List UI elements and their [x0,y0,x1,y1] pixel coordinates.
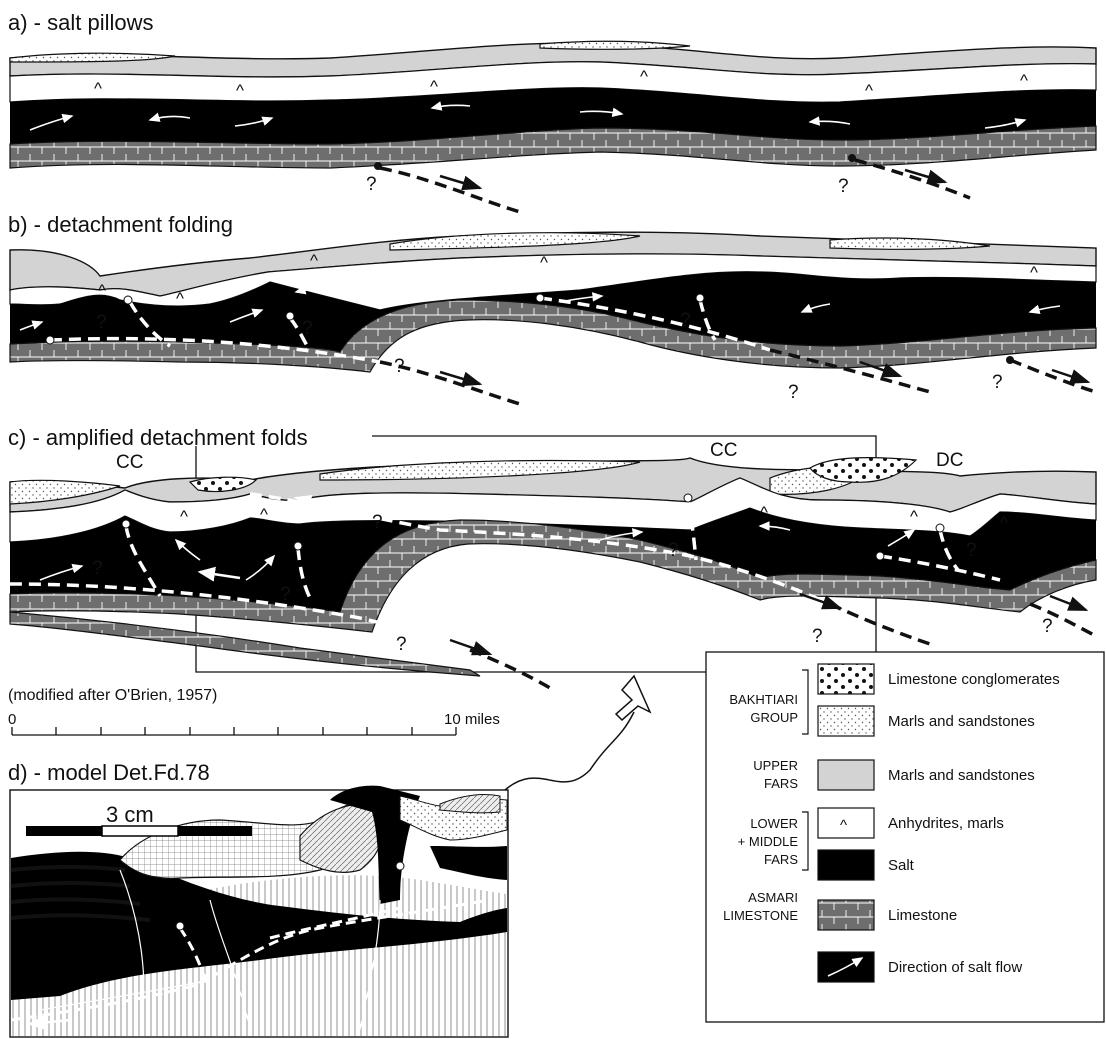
svg-text:^: ^ [640,67,648,86]
svg-text:^: ^ [865,81,873,100]
model-fault-tip-2 [396,862,404,870]
svg-text:^: ^ [176,289,184,308]
unknown-mark-c5: ? [668,540,679,561]
unknown-mark-c1: ? [92,558,103,579]
legend-anhydrite-mark: ^ [840,817,847,834]
legend-group-upper-fars-1: UPPER [753,758,798,773]
panel-c: c) - amplified detachment folds [8,425,1096,688]
legend-swatch-salt [818,850,874,880]
bakhtiari-marls-a2 [540,41,690,49]
svg-text:^: ^ [1020,71,1028,90]
svg-text:^: ^ [760,503,768,522]
legend-label-3: Anhydrites, marls [888,815,1004,832]
unknown-mark-b5: ? [788,382,799,403]
crest-label-cc-2: CC [710,440,737,461]
unknown-mark-b2: ? [302,318,313,339]
legend-group-lower-fars-3: FARS [764,852,798,867]
unknown-mark-c7: ? [966,540,977,561]
svg-text:^: ^ [540,253,548,272]
bakhtiari-marls-b2 [830,238,990,249]
crest-label-cc-1: CC [116,452,143,473]
panel-b-title: b) - detachment folding [8,212,233,237]
unknown-mark-c4: ? [372,512,383,533]
panel-b-section: ? ? ? ? ? ? ^ ^ ^ ^ ^ [10,232,1096,404]
thrust-arrow-c3 [1050,596,1086,610]
legend-group-asmari-2: LIMESTONE [723,908,798,923]
unknown-mark-b1: ? [96,312,107,333]
unknown-mark-c6: ? [812,626,823,647]
svg-text:^: ^ [94,79,102,98]
model-scale-label: 3 cm [106,802,154,827]
unknown-mark-c3: ? [396,634,407,655]
panel-a-section: ? ? ^ ^ ^ ^ ^ ^ [10,41,1096,212]
svg-text:^: ^ [180,507,188,526]
svg-text:^: ^ [1000,513,1008,532]
model-fault-tip [176,922,184,930]
citation: (modified after O'Brien, 1957) [8,687,217,704]
legend-label-6: Direction of salt flow [888,959,1022,976]
panel-c-title: c) - amplified detachment folds [8,425,308,450]
thrust-arrow-c1 [450,640,490,654]
legend-swatch-conglomerate [818,664,874,694]
svg-text:^: ^ [1030,263,1038,282]
panel-c-section: CC CC DC ? ? ? ? ? ? ? ? ^ ^ ^ ^ ^ [10,440,1096,688]
svg-text:^: ^ [260,505,268,524]
panel-a: a) - salt pillows [8,10,1096,212]
unknown-mark-b3: ? [394,356,405,377]
legend-group-lower-fars-2: + MIDDLE [738,834,799,849]
panel-a-title: a) - salt pillows [8,10,153,35]
scale-start-label: 0 [8,711,16,728]
legend-swatch-marls-bakhtiari [818,706,874,736]
legend-label-5: Limestone [888,907,957,924]
legend-label-0: Limestone conglomerates [888,671,1060,688]
svg-text:^: ^ [310,251,318,270]
unknown-mark-b4: ? [680,310,691,331]
legend-group-bakhtiari-1: BAKHTIARI [729,692,798,707]
scale-end-label: 10 miles [444,711,500,728]
thrust-arrow-b3 [1052,370,1088,382]
legend-group-upper-fars-2: FARS [764,776,798,791]
connector-arrow [505,712,634,790]
unknown-mark-a1: ? [366,174,377,195]
fault-tip-b-black [1006,356,1014,364]
panel-d-title: d) - model Det.Fd.78 [8,760,210,785]
unknown-mark-c8: ? [1042,616,1053,637]
legend-label-4: Salt [888,857,915,874]
legend-swatch-limestone [818,900,874,930]
crest-label-dc: DC [936,450,963,471]
legend-group-lower-fars-1: LOWER [750,816,798,831]
svg-text:^: ^ [98,281,106,300]
panel-d: d) - model Det.Fd.78 [8,760,508,1037]
scale-bar-miles: 0 10 miles [8,711,500,735]
unknown-mark-a2: ? [838,176,849,197]
unknown-mark-b6: ? [992,372,1003,393]
legend-group-asmari-1: ASMARI [748,890,798,905]
legend-label-1: Marls and sandstones [888,713,1035,730]
svg-text:^: ^ [236,81,244,100]
fault-tip-a2 [848,154,856,162]
legend-swatch-upper-fars [818,760,874,790]
panel-b: b) - detachment folding [8,212,1096,404]
limestone-wedge-c [10,612,480,676]
faults-a [380,160,970,212]
legend: BAKHTIARI GROUP UPPER FARS LOWER + MIDDL… [706,652,1104,1022]
svg-text:^: ^ [430,77,438,96]
svg-text:^: ^ [910,507,918,526]
legend-group-bakhtiari-2: GROUP [750,710,798,725]
unknown-mark-c2: ? [280,584,291,605]
legend-label-2: Marls and sandstones [888,767,1035,784]
fault-tip-a1 [374,162,382,170]
